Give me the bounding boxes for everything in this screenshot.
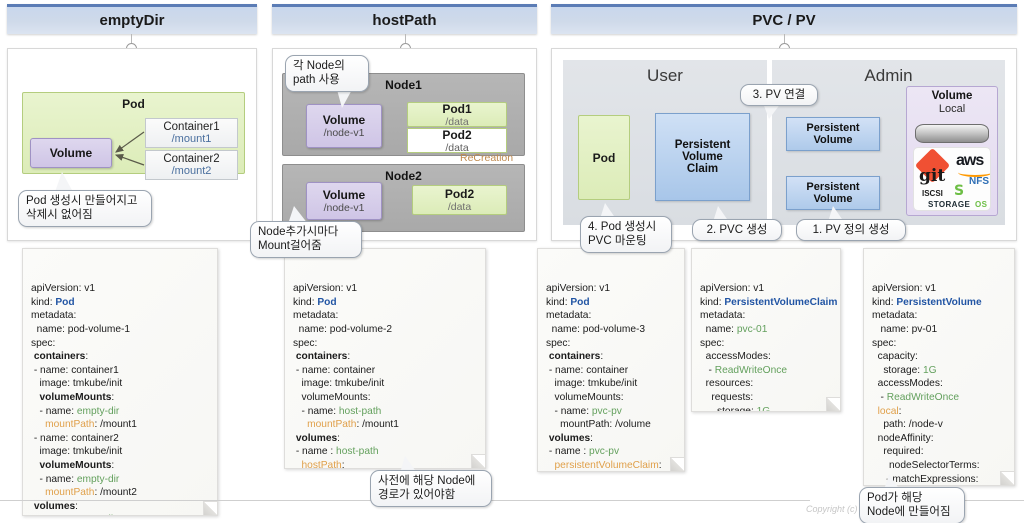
callout-pv-note: Pod가 해당 Node에 만들어짐 bbox=[859, 487, 965, 523]
hostpath-callout-bottom-tail bbox=[288, 206, 308, 224]
git-logo-text: git bbox=[919, 166, 946, 186]
hostpath-callout-top: 각 Node의 path 사용 bbox=[285, 55, 369, 92]
hostpath-node1-pod1: Pod1 /data bbox=[407, 101, 507, 128]
user-zone-label: User bbox=[647, 66, 683, 85]
callout-pv-connect-tail bbox=[763, 103, 781, 119]
container-2-name: Container2 bbox=[163, 153, 220, 165]
section-title-emptydir: emptyDir bbox=[99, 12, 165, 29]
pvc-label: Persistent Volume Claim bbox=[674, 139, 731, 175]
callout-step-4: 4. Pod 생성시 PVC 마운팅 bbox=[580, 216, 672, 253]
volume-storage-panel: Volume Local git aws NFS ISCSI S STORAGE… bbox=[906, 86, 998, 216]
emptydir-pod-label: Pod bbox=[122, 97, 145, 111]
section-header-hostpath: hostPath bbox=[272, 4, 537, 34]
page-fold-icon bbox=[1000, 471, 1014, 485]
node2-volume-label: Volume bbox=[322, 188, 366, 202]
node2-volume-path: /node-v1 bbox=[323, 202, 365, 214]
node-1-title: Node1 bbox=[385, 78, 422, 92]
emptydir-callout: Pod 생성시 만들어지고 삭제시 없어짐 bbox=[18, 190, 152, 227]
recreation-label: ReCreation bbox=[460, 152, 514, 164]
emptydir-volume-box: Volume bbox=[30, 138, 112, 168]
node1-volume-label: Volume bbox=[322, 113, 366, 127]
nfs-logo-text: NFS bbox=[969, 176, 989, 187]
container-1-mount: /mount1 bbox=[171, 133, 212, 145]
page-fold-icon bbox=[826, 397, 840, 411]
persistent-volume-box-1: Persistent Volume bbox=[786, 117, 880, 151]
aws-swoosh-icon bbox=[958, 168, 990, 177]
iscsi-logo-text: ISCSI bbox=[922, 189, 943, 198]
node1-volume-path: /node-v1 bbox=[323, 127, 365, 139]
pv-1-label: Persistent Volume bbox=[806, 122, 860, 146]
section-header-emptydir: emptyDir bbox=[7, 4, 257, 34]
callout-pv-connect: 3. PV 연결 bbox=[740, 84, 818, 107]
section-title-hostpath: hostPath bbox=[372, 12, 437, 29]
node1-pod2-name: Pod2 bbox=[442, 127, 472, 142]
callout-hostpath-note: 사전에 해당 Node에 경로가 있어야함 bbox=[370, 470, 492, 507]
container-1-name: Container1 bbox=[163, 121, 220, 133]
emptydir-container-2: Container2 /mount2 bbox=[145, 150, 238, 180]
persistent-volume-box-2: Persistent Volume bbox=[786, 176, 880, 210]
container-2-mount: /mount2 bbox=[171, 165, 212, 177]
footer-divider-right bbox=[963, 500, 1024, 501]
hostpath-callout-bottom: Node추가시마다 Mount걸어줌 bbox=[250, 221, 362, 258]
hostpath-node2-volume: Volume /node-v1 bbox=[306, 182, 382, 220]
hostpath-node1-pod2: Pod2 /data bbox=[407, 127, 507, 154]
storageos-logo-dark: STORAGE bbox=[928, 200, 971, 209]
pvcpv-pod-box: Pod bbox=[578, 115, 630, 200]
callout-hostpath-note-tail bbox=[400, 456, 417, 473]
volume-panel-title: Volume bbox=[931, 90, 973, 102]
connector-line-emptydir bbox=[131, 34, 132, 48]
section-header-pvcpv: PVC / PV bbox=[551, 4, 1017, 34]
pvcpv-pod-label: Pod bbox=[592, 150, 616, 165]
node1-pod2-path: /data bbox=[445, 141, 469, 154]
node1-pod1-path: /data bbox=[445, 115, 469, 128]
storageos-s-icon: S bbox=[954, 183, 965, 199]
emptydir-callout-tail bbox=[55, 172, 73, 192]
callout-step-2: 2. PVC 생성 bbox=[692, 219, 782, 242]
node2-pod-name: Pod2 bbox=[444, 187, 475, 201]
connector-line-hostpath bbox=[405, 34, 406, 48]
callout-step-1-tail bbox=[828, 206, 844, 222]
storage-provider-logos: git aws NFS ISCSI S STORAGE OS bbox=[913, 147, 991, 211]
pv-2-label: Persistent Volume bbox=[806, 181, 860, 205]
callout-step-2-tail bbox=[713, 206, 729, 222]
aws-logo-text: aws bbox=[956, 152, 984, 169]
node1-pod1-name: Pod1 bbox=[442, 101, 472, 116]
page-fold-icon bbox=[471, 454, 485, 468]
volume-panel-subtitle: Local bbox=[938, 103, 966, 115]
callout-step-1: 1. PV 정의 생성 bbox=[796, 219, 906, 242]
page-fold-icon bbox=[203, 501, 217, 515]
admin-zone-label: Admin bbox=[864, 66, 913, 85]
connector-line-pvcpv bbox=[784, 34, 785, 48]
emptydir-volume-label: Volume bbox=[49, 146, 93, 160]
callout-step-4-tail bbox=[600, 203, 616, 219]
callout-pv-note-tail bbox=[884, 474, 900, 490]
disk-cylinder-icon bbox=[915, 124, 989, 143]
emptydir-container-1: Container1 /mount1 bbox=[145, 118, 238, 148]
page-fold-icon bbox=[670, 457, 684, 471]
hostpath-node2-pod: Pod2 /data bbox=[412, 185, 507, 215]
node-2-title: Node2 bbox=[385, 169, 422, 183]
node2-pod-path: /data bbox=[447, 201, 472, 213]
storageos-logo-green: OS bbox=[975, 200, 988, 209]
persistent-volume-claim-box: Persistent Volume Claim bbox=[655, 113, 750, 201]
section-title-pvcpv: PVC / PV bbox=[752, 12, 816, 29]
hostpath-node1-volume: Volume /node-v1 bbox=[306, 104, 382, 148]
